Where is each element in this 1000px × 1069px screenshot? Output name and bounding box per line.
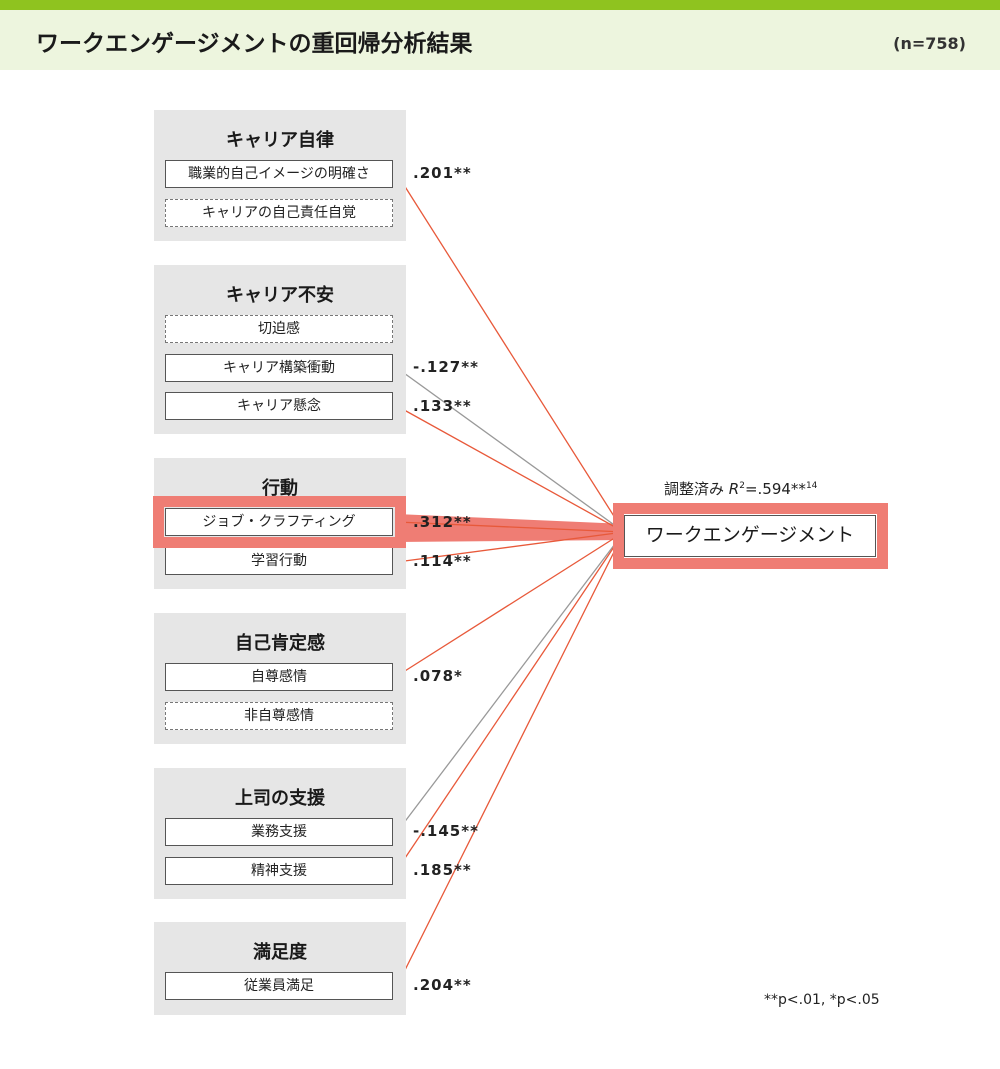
path-line-1 (396, 173, 625, 533)
variable-box: 学習行動 (165, 547, 393, 575)
r2-symbol: R (728, 480, 740, 498)
highlight-arrow (396, 514, 626, 542)
path-line-5 (396, 531, 625, 563)
page-title: ワークエンゲージメントの重回帰分析結果 (36, 31, 473, 57)
variable-box-nonsignificant: キャリアの自己責任自覚 (165, 199, 393, 227)
coefficient-label: .312** (413, 513, 472, 531)
coefficient-label: .185** (413, 861, 472, 879)
group-title: 自己肯定感 (235, 633, 325, 654)
coefficient-label: .114** (413, 552, 472, 570)
variable-box-highlighted: ジョブ・クラフティング (165, 508, 393, 536)
target-highlight-frame (613, 503, 888, 569)
variable-box-nonsignificant: 非自尊感情 (165, 702, 393, 730)
variable-box: 自尊感情 (165, 663, 393, 691)
r2-footnote: 14 (805, 481, 818, 491)
coefficient-label: -.145** (413, 822, 479, 840)
path-line-6 (396, 531, 625, 677)
coefficient-label: .133** (413, 397, 472, 415)
coefficient-label: .078* (413, 667, 463, 685)
variable-box: 業務支援 (165, 818, 393, 846)
variable-box: 従業員満足 (165, 972, 393, 1000)
variable-box: キャリア懸念 (165, 392, 393, 420)
header-band (0, 10, 1000, 70)
group-supervisor-support: 上司の支援 業務支援 精神支援 (154, 768, 406, 899)
path-line-3 (396, 405, 625, 533)
path-line-4 (396, 521, 625, 533)
group-title: 上司の支援 (235, 788, 325, 809)
r2-exponent: 2 (739, 481, 745, 491)
group-career-autonomy: キャリア自律 職業的自己イメージの明確さ キャリアの自己責任自覚 (154, 110, 406, 241)
coefficient-label: .204** (413, 976, 472, 994)
group-title: キャリア自律 (226, 130, 334, 151)
variable-box: キャリア構築衝動 (165, 354, 393, 382)
path-line-7 (396, 531, 625, 833)
variable-box-nonsignificant: 切迫感 (165, 315, 393, 343)
path-line-8 (396, 531, 625, 871)
group-career-anxiety: キャリア不安 切迫感 キャリア構築衝動 キャリア懸念 (154, 265, 406, 434)
coefficient-label: .201** (413, 164, 472, 182)
variable-box: 精神支援 (165, 857, 393, 885)
group-title: キャリア不安 (226, 285, 334, 306)
target-box: ワークエンゲージメント (624, 515, 876, 557)
r2-prefix: 調整済み (664, 480, 725, 498)
accent-bar (0, 0, 1000, 10)
significance-footnote: **p<.01, *p<.05 (764, 992, 880, 1008)
group-self-esteem: 自己肯定感 自尊感情 非自尊感情 (154, 613, 406, 744)
path-line-2 (396, 367, 625, 533)
r2-value: =.594** (744, 480, 806, 498)
variable-box: 職業的自己イメージの明確さ (165, 160, 393, 188)
group-title: 満足度 (253, 942, 307, 963)
path-line-9 (396, 531, 625, 987)
group-title: 行動 (262, 478, 298, 499)
coefficient-label: -.127** (413, 358, 479, 376)
adjusted-r2-label: 調整済み R2=.594**14 (664, 478, 817, 499)
sample-size-label: (n=758) (893, 34, 966, 53)
highlight-frame (153, 496, 406, 548)
group-satisfaction: 満足度 従業員満足 (154, 922, 406, 1015)
